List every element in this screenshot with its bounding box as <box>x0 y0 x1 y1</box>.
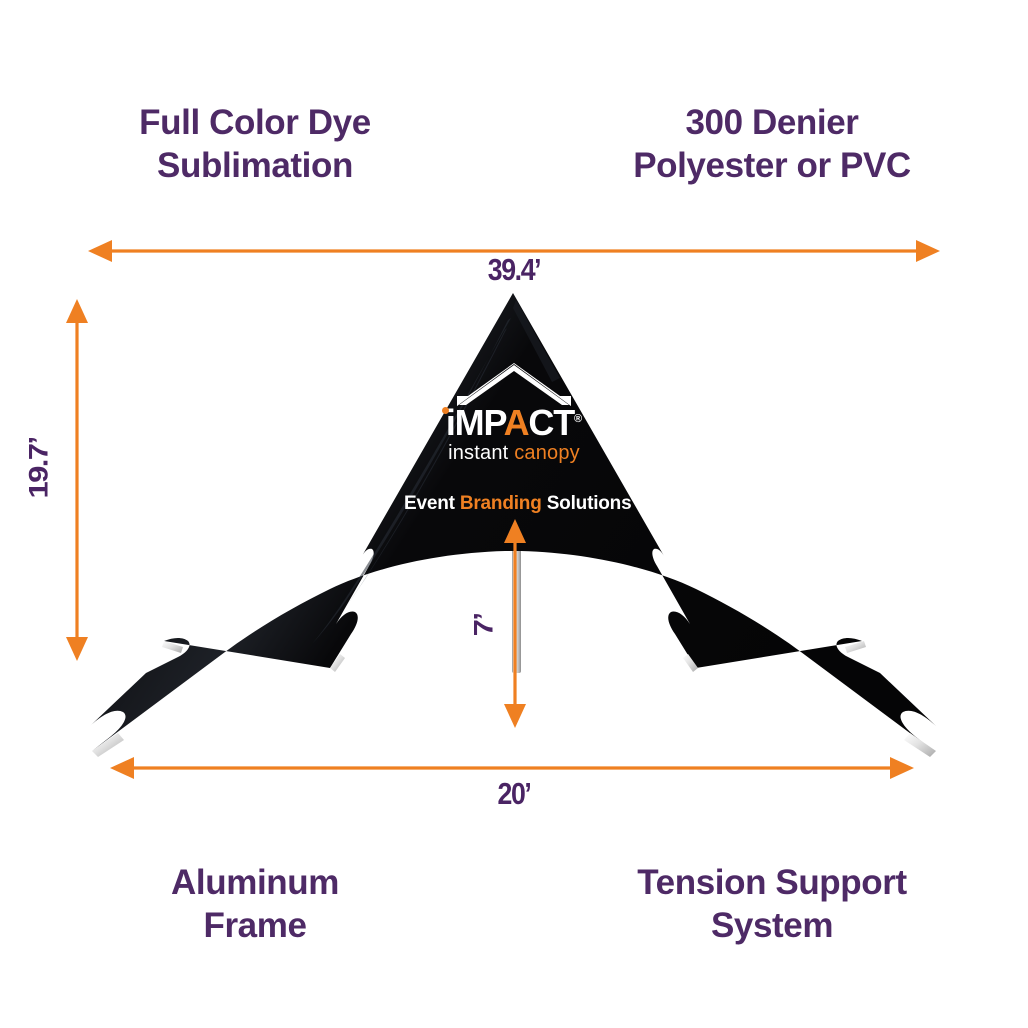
dimension-label-width-bottom: 20’ <box>497 776 532 811</box>
feature-label-bottom-left: Aluminum Frame <box>171 863 339 945</box>
dimension-label-width-top: 39.4’ <box>487 252 542 287</box>
star-canopy-fabric <box>90 293 936 751</box>
dimension-arrow-top <box>88 240 940 262</box>
dimension-label-height-center: 7’ <box>468 613 499 637</box>
feature-label-bottom-right: Tension Support System <box>637 863 907 945</box>
dimension-arrow-bottom <box>110 757 914 779</box>
dimension-label-height-left: 19.7’ <box>23 437 54 499</box>
feature-label-top-left: Full Color Dye Sublimation <box>139 103 371 185</box>
dimension-arrow-left <box>66 299 88 661</box>
dimension-arrows <box>66 240 940 779</box>
leg-tips <box>92 641 936 757</box>
feature-label-top-right: 300 Denier Polyester or PVC <box>633 103 911 185</box>
dimension-arrow-center <box>504 519 526 728</box>
